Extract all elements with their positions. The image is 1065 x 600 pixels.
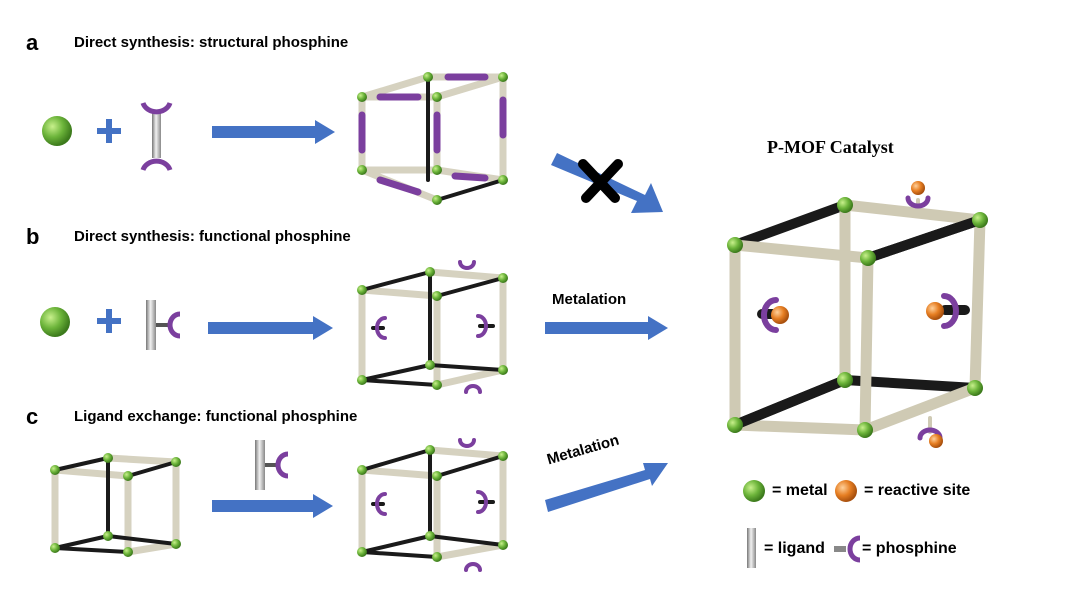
mof-cube-icon [357,260,508,394]
plus-icon [97,119,121,143]
reactive-site-icon [926,302,944,320]
block-arrow-icon [212,120,335,144]
block-arrow-icon [545,316,668,340]
mof-cube-icon [727,181,988,448]
reactive-site-icon [771,306,789,324]
metalation-label-b: Metalation [552,291,627,308]
legend [743,480,861,568]
block-arrow-icon [545,463,668,512]
reactive-site-icon [835,480,857,502]
panel-c-letter: c [26,404,39,429]
ligand-rod-icon [747,528,756,568]
phosphine-cap-icon [275,451,289,479]
panel-c-title: Ligand exchange: functional phosphine [74,408,358,425]
row-b-reagents [40,300,181,350]
phosphine-cap-icon [140,158,173,172]
mof-cube-icon [357,72,508,205]
phosphine-cap-icon [167,311,181,339]
legend-metal-label: = metal [772,482,828,499]
panel-b-title: Direct synthesis: functional phosphine [74,228,351,245]
legend-phosphine-label: = phosphine [862,540,957,557]
phosphine-cap-icon [140,101,173,115]
catalyst-title: P-MOF Catalyst [767,137,894,157]
ligand-rod-icon [152,112,161,158]
ligand-rod-icon [146,300,156,350]
metal-sphere-icon [42,116,72,146]
metal-sphere-icon [743,480,765,502]
cross-icon [578,159,623,203]
plus-icon [97,309,121,333]
phosphine-cap-icon [847,535,861,563]
panel-a-title: Direct synthesis: structural phosphine [74,34,349,51]
block-arrow-icon [212,494,333,518]
legend-ligand-label: = ligand [764,540,825,557]
block-arrow-icon [208,316,333,340]
exchange-ligand [255,440,289,490]
reactive-site-icon [929,434,943,448]
mof-cube-icon [50,453,181,557]
panel-a-letter: a [26,30,39,55]
row-a-reagents [42,101,173,172]
ligand-rod-icon [255,440,265,490]
panel-b-letter: b [26,224,40,249]
reactive-site-icon [911,181,925,195]
legend-reactive-site-label: = reactive site [864,482,971,499]
metal-sphere-icon [40,307,70,337]
mof-cube-icon [357,438,508,572]
